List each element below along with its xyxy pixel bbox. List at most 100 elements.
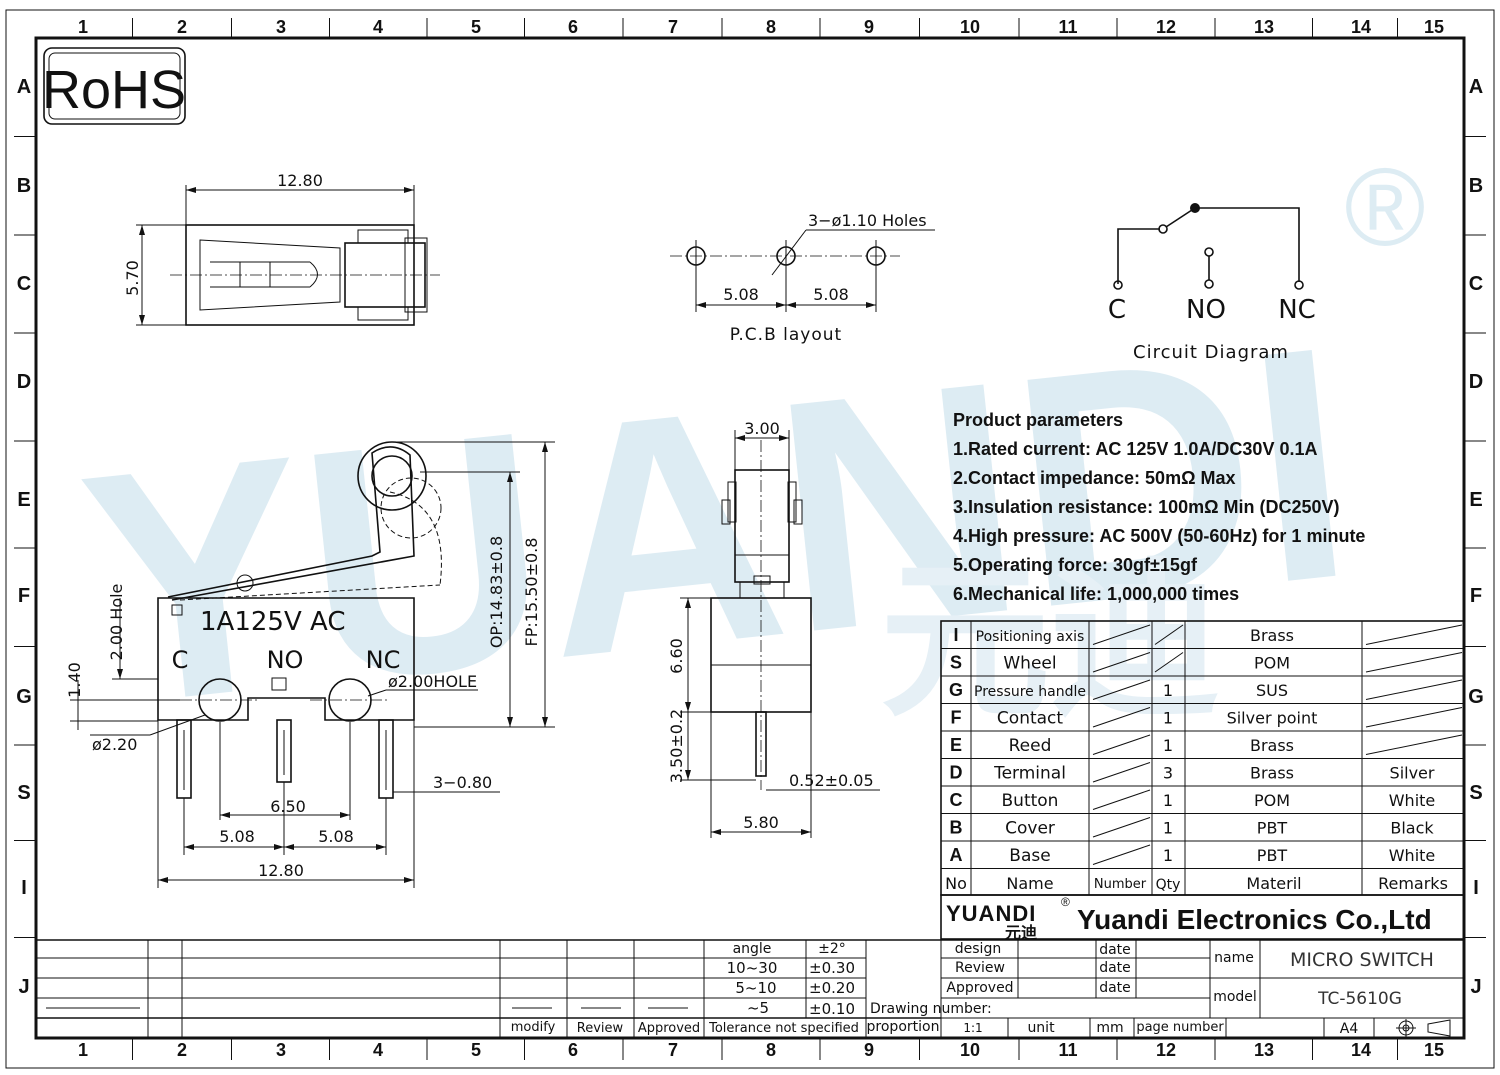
grid-row-label: S bbox=[1469, 782, 1482, 804]
model-label: model bbox=[1213, 989, 1257, 1005]
param-item: 4.High pressure: AC 500V (50-60Hz) for 1… bbox=[953, 526, 1365, 546]
watermark-cn: 元迪 bbox=[880, 547, 1220, 737]
bom-row-no: D bbox=[950, 762, 963, 782]
grid-col-label: 6 bbox=[568, 17, 578, 37]
bom-row-qty: 1 bbox=[1163, 846, 1173, 865]
review-block-label: Review bbox=[955, 960, 1005, 976]
company-logo: YUANDI bbox=[946, 901, 1036, 926]
product-name: MICRO SWITCH bbox=[1290, 949, 1434, 971]
front-dim-140: 1.40 bbox=[65, 662, 84, 698]
date-label: date bbox=[1099, 980, 1131, 996]
bom-header-no: No bbox=[945, 874, 967, 893]
bom-row-name: Cover bbox=[1005, 818, 1055, 838]
date-label: date bbox=[1099, 942, 1131, 958]
bom-row-name: Pressure handle bbox=[974, 684, 1086, 700]
grid-row-label: E bbox=[1469, 489, 1482, 511]
bom-row-material: Brass bbox=[1250, 763, 1294, 782]
side-pin-dim: 0.52±0.05 bbox=[789, 771, 874, 790]
front-pin-nc: NC bbox=[366, 646, 401, 674]
tol-range: 10~30 bbox=[727, 959, 778, 977]
grid-col-label: 1 bbox=[78, 1040, 88, 1060]
pcb-holes-label: 3−ø1.10 Holes bbox=[808, 211, 927, 230]
grid-row-label: G bbox=[1468, 686, 1484, 708]
front-pin-no: NO bbox=[267, 646, 304, 674]
side-h2-dim: 3.50±0.2 bbox=[667, 709, 686, 783]
grid-row-label: C bbox=[17, 273, 31, 295]
bom-row-qty: 1 bbox=[1163, 736, 1173, 755]
page-number-label: page number bbox=[1136, 1020, 1224, 1035]
grid-row-label: F bbox=[18, 585, 30, 607]
approved-label: Approved bbox=[638, 1021, 700, 1036]
grid-col-label: 8 bbox=[766, 1040, 776, 1060]
circuit-diagram: C NO NC Circuit Diagram bbox=[1108, 203, 1316, 363]
grid-row-label: S bbox=[17, 782, 30, 804]
grid-col-label: 2 bbox=[177, 17, 187, 37]
grid-row-label: A bbox=[17, 76, 31, 98]
grid-row-label: I bbox=[21, 877, 27, 899]
front-fp: FP:15.50±0.8 bbox=[522, 538, 541, 647]
grid-col-label: 3 bbox=[276, 17, 286, 37]
param-item: 3.Insulation resistance: 100mΩ Min (DC25… bbox=[953, 497, 1340, 517]
front-dim-220: ø2.20 bbox=[92, 735, 137, 754]
grid-col-label: 10 bbox=[960, 1040, 980, 1060]
param-item: 5.Operating force: 30gf±15gf bbox=[953, 555, 1198, 575]
bom-row-material: POM bbox=[1254, 791, 1290, 810]
bom-row-no: E bbox=[950, 735, 962, 755]
company-logo-reg: ® bbox=[1061, 895, 1070, 909]
param-item: 1.Rated current: AC 125V 1.0A/DC30V 0.1A bbox=[953, 439, 1317, 459]
bom-row-no: B bbox=[950, 817, 963, 837]
grid-col-label: 14 bbox=[1351, 17, 1371, 37]
grid-col-label: 11 bbox=[1058, 17, 1077, 37]
front-dim-width: 12.80 bbox=[258, 861, 304, 880]
grid-row-label: D bbox=[17, 371, 31, 393]
pcb-pitch-2: 5.08 bbox=[813, 285, 849, 304]
grid-col-label: 11 bbox=[1058, 1040, 1077, 1060]
grid-col-label: 13 bbox=[1254, 17, 1274, 37]
rohs-text: RoHS bbox=[42, 60, 186, 120]
bom-row-material: Brass bbox=[1250, 736, 1294, 755]
company-name: Yuandi Electronics Co.,Ltd bbox=[1077, 904, 1432, 935]
pcb-pitch-1: 5.08 bbox=[723, 285, 759, 304]
grid-col-label: 4 bbox=[373, 1040, 383, 1060]
grid-col-label: 7 bbox=[668, 1040, 678, 1060]
grid-col-label: 13 bbox=[1254, 1040, 1274, 1060]
tol-value: ±2° bbox=[818, 941, 846, 957]
tol-range: 5~10 bbox=[735, 979, 776, 997]
name-label: name bbox=[1214, 950, 1254, 966]
bom-row-no: I bbox=[953, 625, 958, 645]
param-item: 6.Mechanical life: 1,000,000 times bbox=[953, 584, 1239, 604]
grid-row-label: C bbox=[1469, 273, 1483, 295]
bom-row-name: Base bbox=[1009, 846, 1050, 866]
bom-row-no: C bbox=[950, 790, 963, 810]
grid-col-label: 2 bbox=[177, 1040, 187, 1060]
bom-row-material: SUS bbox=[1256, 681, 1288, 700]
side-view: 3.00 6.60 3.50±0.2 0.52±0.05 5.80 bbox=[667, 419, 880, 838]
grid-row-label: G bbox=[16, 686, 32, 708]
params-title: Product parameters bbox=[953, 410, 1123, 430]
front-pin-c: C bbox=[172, 646, 189, 674]
bom-row-name: Contact bbox=[997, 708, 1063, 728]
tol-value: ±0.10 bbox=[809, 1000, 855, 1018]
param-item: 2.Contact impedance: 50mΩ Max bbox=[953, 468, 1236, 488]
bom-header-number: Number bbox=[1094, 877, 1147, 892]
bom-row-no: F bbox=[951, 707, 962, 727]
grid-col-label: 14 bbox=[1351, 1040, 1371, 1060]
grid-row-label: B bbox=[17, 175, 31, 197]
grid-row-label: J bbox=[18, 976, 29, 998]
front-dim-pins: 3−0.80 bbox=[433, 773, 492, 792]
inner-frame bbox=[34, 36, 1466, 1040]
unit-label: unit bbox=[1027, 1020, 1055, 1036]
front-dim-508b: 5.08 bbox=[318, 827, 354, 846]
grid-col-label: 10 bbox=[960, 17, 980, 37]
front-view: 1A125V AC C NO NC ø2.00HOLE 2.00 Hole 1.… bbox=[65, 441, 555, 888]
grid-row-label: D bbox=[1469, 371, 1483, 393]
grid-row-label: E bbox=[17, 489, 30, 511]
company-banner: YUANDI 元迪 ® Yuandi Electronics Co.,Ltd bbox=[940, 894, 1465, 942]
grid-col-label: 15 bbox=[1424, 17, 1444, 37]
grid-col-label: 5 bbox=[471, 17, 481, 37]
pcb-caption: P.C.B layout bbox=[730, 325, 842, 345]
circuit-caption: Circuit Diagram bbox=[1133, 342, 1289, 363]
bom-row-material: Silver point bbox=[1227, 708, 1318, 727]
tol-value: ±0.20 bbox=[809, 979, 855, 997]
